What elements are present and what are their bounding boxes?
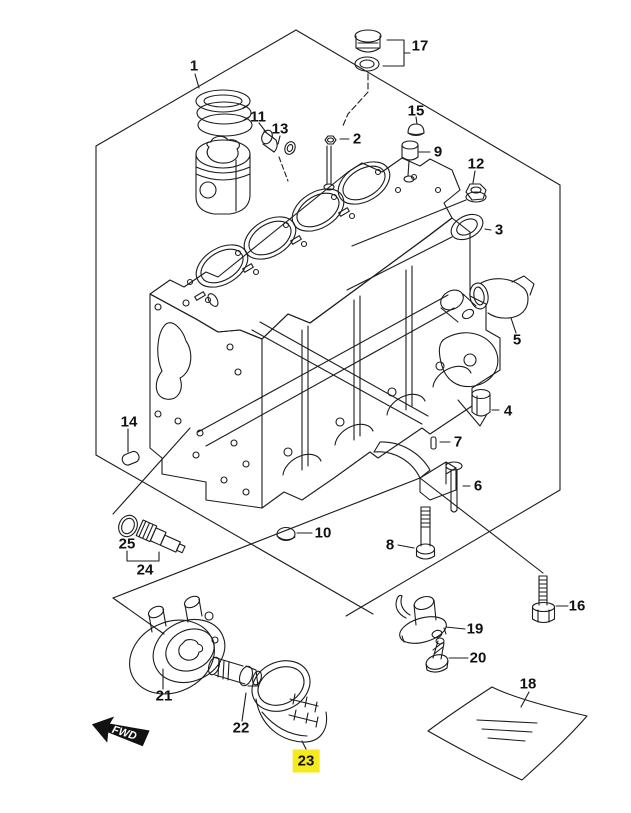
callout-9: 9 [433, 143, 443, 161]
dome-plug-15-drawing [407, 123, 425, 137]
seal-ring-3-drawing [450, 213, 484, 241]
oil-pressure-switch-19-drawing [395, 594, 447, 644]
stud-bolt-6-drawing [445, 461, 463, 513]
bolt-16-drawing [531, 575, 556, 624]
cap-14-drawing [121, 450, 140, 466]
callout-20: 20 [469, 649, 487, 667]
piston-rings-drawing [195, 89, 253, 137]
bearing-cap-drawing [373, 441, 457, 501]
water-pipe-5-drawing [469, 275, 535, 319]
flange-nut-12-drawing [465, 183, 487, 203]
assembly-border [95, 29, 561, 617]
callout-25: 25 [118, 535, 136, 553]
callout-4: 4 [503, 402, 513, 420]
left-face-holes [154, 293, 250, 496]
callout-2: 2 [352, 130, 362, 148]
union-bolt-22-drawing [207, 656, 262, 687]
pin-plug-11-drawing [261, 129, 278, 153]
callout-10: 10 [314, 524, 332, 542]
ring-13-drawing [284, 141, 296, 155]
callout-17: 17 [411, 37, 429, 55]
leader-lines [126, 39, 569, 750]
callout-18: 18 [519, 675, 537, 693]
callout-1: 1 [189, 57, 199, 75]
bolt-8-drawing [415, 506, 436, 560]
callout-16: 16 [568, 597, 586, 615]
screw-20-drawing [425, 637, 449, 673]
sensor-24-drawing [135, 519, 186, 554]
callout-7: 7 [453, 433, 463, 451]
callout-19: 19 [466, 620, 484, 638]
piston-drawing [195, 135, 251, 215]
oring-25-drawing [118, 514, 138, 538]
plug-10-drawing [276, 526, 296, 542]
callout-6: 6 [473, 477, 483, 495]
callout-22: 22 [232, 719, 250, 737]
gasket-sheet-18-drawing [427, 686, 588, 781]
cup-plug-9-drawing [401, 140, 419, 183]
callout-24: 24 [136, 561, 154, 579]
callout-14: 14 [120, 413, 138, 431]
callout-3: 3 [494, 221, 504, 239]
cap-washer-17-drawing [354, 29, 382, 72]
fwd-arrow-label: FWD [111, 724, 139, 743]
bushing-4-drawing [471, 388, 491, 417]
callout-11: 11 [250, 108, 266, 126]
fwd-arrow: FWD [91, 716, 150, 747]
callout-13: 13 [271, 120, 289, 138]
dowel-pin-7-drawing [430, 436, 437, 450]
callout-23-highlighted: 23 [292, 749, 320, 773]
oil-filter-23-drawing [251, 660, 328, 743]
callout-8: 8 [385, 536, 395, 554]
engine-block-drawing [149, 157, 501, 509]
oil-cooler-21-drawing [129, 595, 226, 695]
callout-12: 12 [467, 155, 485, 173]
callout-21: 21 [155, 687, 173, 705]
stud-nut-2-drawing [323, 135, 337, 191]
head-surface-holes [186, 168, 442, 304]
callout-15: 15 [407, 102, 425, 120]
callout-5: 5 [512, 331, 522, 349]
